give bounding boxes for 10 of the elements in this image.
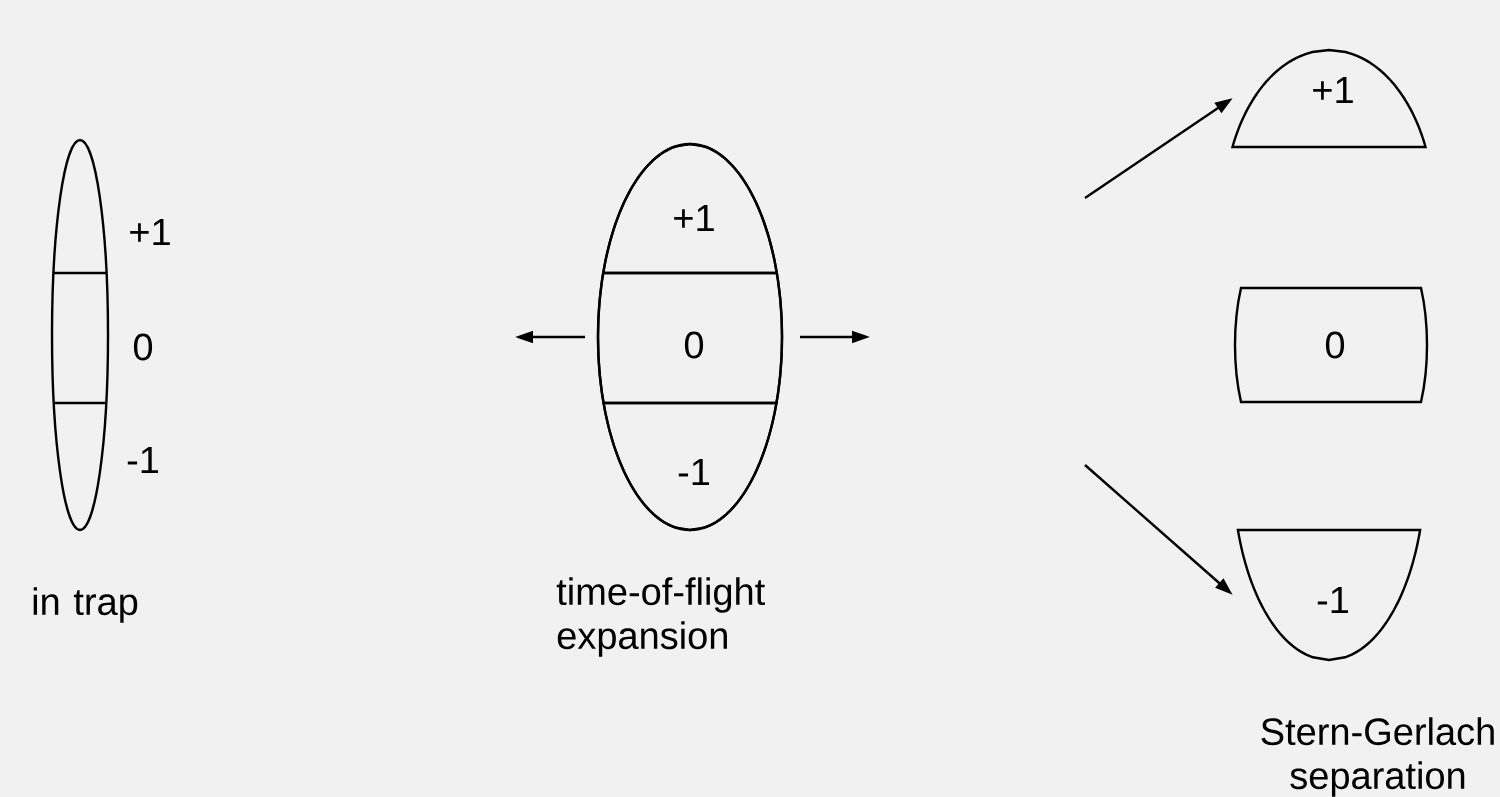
- cloud-ellipse: [50, 138, 110, 532]
- node-label: time-of-flight expansion: [556, 577, 765, 657]
- beam-cloud: -1: [1236, 528, 1422, 662]
- beam-cloud: +1: [1230, 48, 1428, 149]
- beam-cloud: 0: [1233, 286, 1429, 404]
- cloud-band: +1: [601, 142, 779, 275]
- caption: Stern-Gerlach separation: [1261, 717, 1494, 797]
- node-label: in trap: [33, 587, 138, 623]
- cloud-band: -1: [602, 401, 778, 532]
- cloud-band: 0: [596, 271, 784, 405]
